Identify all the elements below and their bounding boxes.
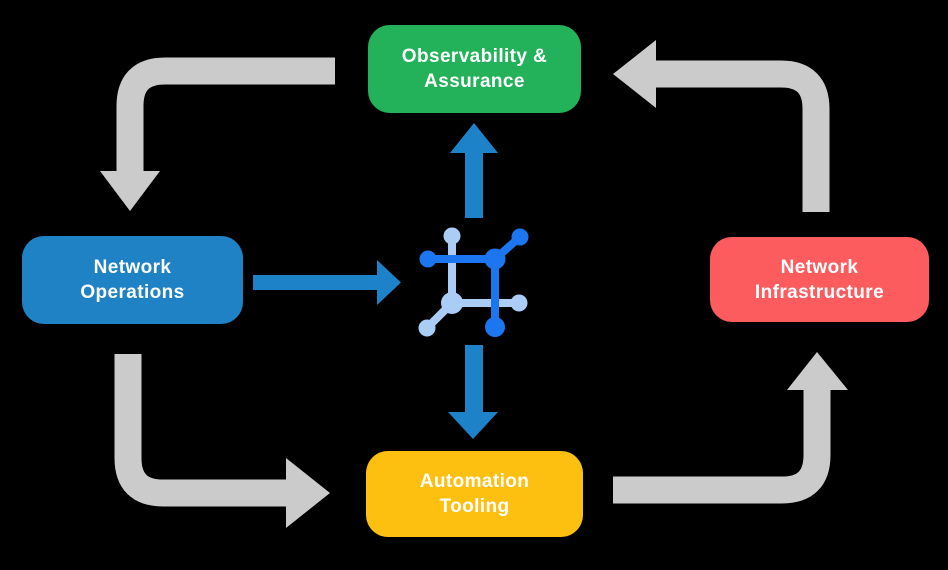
node-infrastructure-label-line1: Network: [780, 256, 859, 278]
node-observability-label-line2: Assurance: [424, 71, 525, 92]
gray-arrow-1-elbow: [116, 57, 335, 173]
node-infrastructure-label-line2: Infrastructure: [754, 281, 885, 303]
gray-arrow-3-elbow: [114, 354, 287, 507]
gray-arrow-3-head: [286, 458, 330, 528]
node-operations-label-line1: Network: [93, 257, 172, 278]
blue-arrow-operations-to-hub: [253, 260, 401, 305]
gray-arrow-2-head: [613, 40, 656, 108]
blue-arrow-hub-to-tooling: [448, 345, 498, 439]
node-operations-label-line2: Operations: [80, 282, 185, 303]
network-hub-icon: [418, 227, 529, 337]
node-tooling-label-line1: Automation: [419, 471, 530, 492]
gray-arrow-observability-to-operations: [100, 57, 335, 211]
network-hub-light-nodes: [418, 227, 528, 337]
node-automation-tooling: Automation Tooling: [366, 451, 583, 537]
blue-arrow-hub-to-observability: [450, 123, 498, 218]
node-observability-assurance: Observability & Assurance: [368, 25, 581, 113]
gray-arrow-2-elbow: [655, 60, 830, 212]
node-observability-label-line1: Observability &: [401, 46, 548, 67]
node-network-operations: Network Operations: [22, 236, 243, 324]
node-tooling-label-line2: Tooling: [439, 496, 510, 517]
gray-arrow-4-elbow: [613, 389, 831, 504]
gray-arrow-infrastructure-to-observability: [613, 40, 830, 212]
gray-arrow-tooling-to-infrastructure: [613, 352, 848, 504]
gray-arrow-operations-to-tooling: [114, 354, 330, 528]
network-hub-dark-nodes: [419, 228, 529, 337]
gray-arrow-1-head: [100, 171, 160, 211]
node-network-infrastructure: Network Infrastructure: [710, 237, 929, 322]
gray-arrow-4-head: [787, 352, 848, 390]
